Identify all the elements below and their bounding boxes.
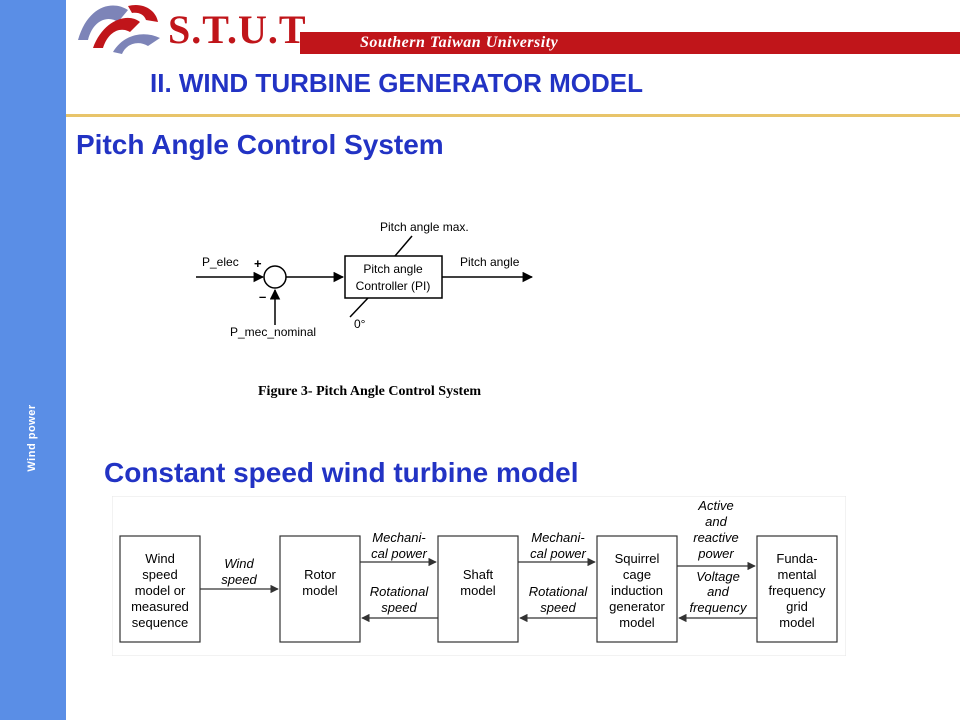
volt-freq-label-1: Voltage (696, 569, 740, 584)
wind-speed-label-1: Wind (224, 556, 254, 571)
active-power-label-1: Active (697, 498, 733, 513)
grid-block-line-4: grid (786, 599, 808, 614)
active-power-label-4: power (697, 546, 734, 561)
controller-label-2: Controller (PI) (356, 279, 431, 293)
plus-sign: + (254, 256, 262, 271)
generator-block-line-1: Squirrel (615, 551, 660, 566)
controller-label-1: Pitch angle (363, 262, 423, 276)
generator-block-line-4: generator (609, 599, 665, 614)
controller-block (344, 255, 443, 299)
wind-speed-block (119, 535, 201, 643)
mech-power-1-label-1: Mechani- (372, 530, 426, 545)
divider-line (66, 114, 960, 117)
turbine-model-diagram: Wind speed model or measured sequence Ro… (112, 496, 846, 656)
shaft-block-line-2: model (460, 583, 496, 598)
shaft-block (437, 535, 519, 643)
mech-power-2-label-2: cal power (530, 546, 586, 561)
rot-speed-2-label-1: Rotational (529, 584, 589, 599)
grid-block-line-3: frequency (768, 583, 826, 598)
generator-block (596, 535, 678, 643)
sidebar-label: Wind power (26, 404, 38, 472)
header-band (300, 32, 960, 54)
figure-caption: Figure 3- Pitch Angle Control System (258, 384, 482, 399)
grid-block (756, 535, 838, 643)
section-title-pitch: Pitch Angle Control System (76, 129, 444, 160)
rot-speed-1-label-1: Rotational (370, 584, 430, 599)
nominal-label: P_mec_nominal (230, 325, 316, 339)
mech-power-2-label-1: Mechani- (531, 530, 585, 545)
active-power-label-3: reactive (693, 530, 739, 545)
rotor-block (279, 535, 361, 643)
grid-block-line-1: Funda- (776, 551, 817, 566)
rot-speed-2-label-2: speed (540, 600, 576, 615)
max-label: Pitch angle max. (380, 220, 469, 234)
rot-speed-1-label-2: speed (381, 600, 417, 615)
page-title: II. WIND TURBINE GENERATOR MODEL (150, 68, 644, 98)
pitch-control-diagram: P_elec + – P_mec_nominal Pitch angle Con… (196, 220, 534, 339)
volt-freq-label-3: frequency (689, 600, 748, 615)
generator-block-line-2: cage (623, 567, 651, 582)
wind-block-line-4: measured (131, 599, 189, 614)
summing-junction (263, 265, 287, 289)
output-label: Pitch angle (460, 255, 520, 269)
max-limit-line (394, 235, 413, 257)
min-limit-line (349, 297, 369, 318)
volt-freq-label-2: and (707, 584, 729, 599)
wind-block-line-3: model or (135, 583, 186, 598)
minus-sign: – (259, 289, 266, 304)
grid-block-line-2: mental (777, 567, 816, 582)
shaft-block-line-1: Shaft (463, 567, 494, 582)
active-power-label-2: and (705, 514, 727, 529)
sidebar: Wind power (0, 0, 66, 720)
generator-block-line-3: induction (611, 583, 663, 598)
stut-logo-icon (78, 4, 160, 54)
input-label: P_elec (202, 255, 239, 269)
min-label: 0° (354, 317, 366, 331)
grid-block-line-5: model (779, 615, 815, 630)
wind-block-line-5: sequence (132, 615, 188, 630)
wind-block-line-1: Wind (145, 551, 175, 566)
logo-text: S.T.U.T (168, 7, 307, 52)
wind-speed-label-2: speed (221, 572, 257, 587)
mech-power-1-label-2: cal power (371, 546, 427, 561)
section-title-turbine: Constant speed wind turbine model (104, 457, 579, 488)
rotor-block-line-1: Rotor (304, 567, 336, 582)
university-name: Southern Taiwan University (360, 34, 559, 51)
wind-block-line-2: speed (142, 567, 177, 582)
rotor-block-line-2: model (302, 583, 338, 598)
generator-block-line-5: model (619, 615, 655, 630)
